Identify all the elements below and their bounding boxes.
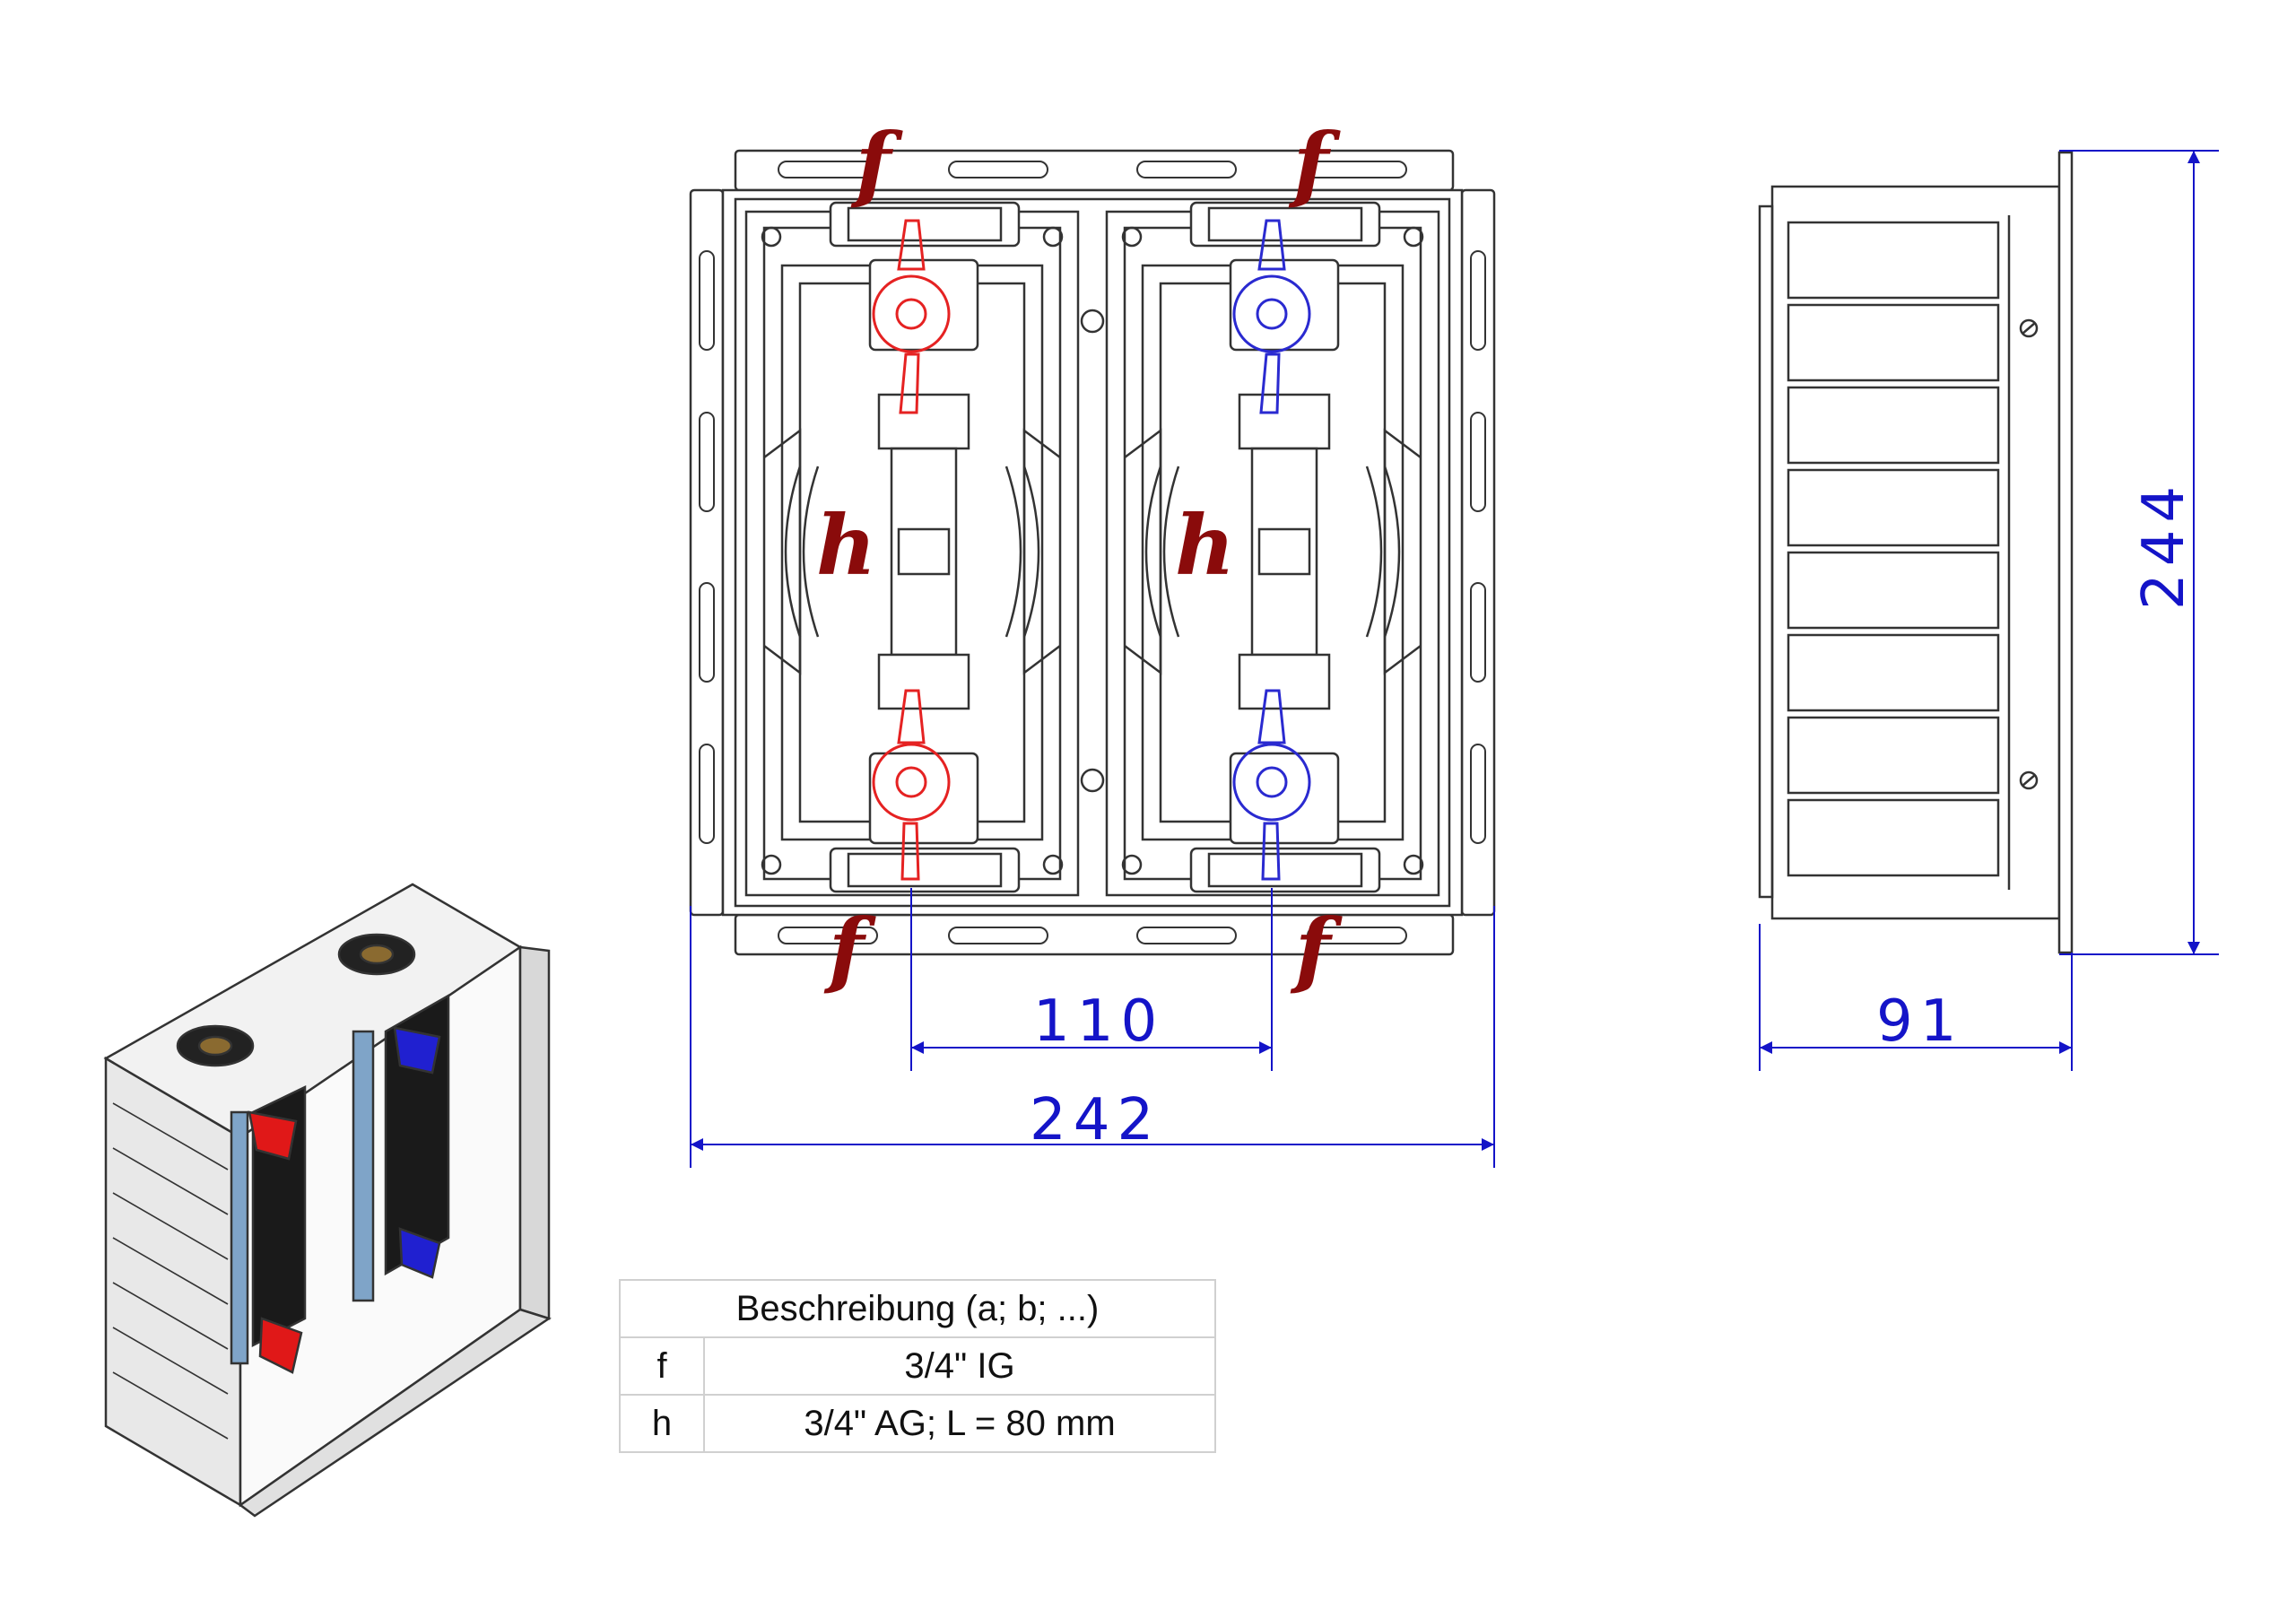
dimension-depth: 91 [1876, 988, 1963, 1055]
legend-value: 3/4" IG [703, 1336, 1216, 1396]
hot-valve-bottom [872, 689, 951, 881]
legend-value: 3/4" AG; L = 80 mm [703, 1394, 1216, 1453]
legend-table: Beschreibung (a; b; ...) f 3/4" IG h 3/4… [619, 1279, 1216, 1453]
isometric-view [103, 883, 552, 1518]
legend-row: h 3/4" AG; L = 80 mm [619, 1394, 1216, 1453]
legend-header-row: Beschreibung (a; b; ...) [619, 1279, 1216, 1338]
side-view [1758, 151, 2074, 954]
dimension-height: 244 [2131, 479, 2197, 610]
hot-valve-top [872, 219, 951, 414]
dimension-lines [690, 150, 2219, 1168]
cold-valve-top [1232, 219, 1311, 414]
front-view [689, 149, 1496, 956]
marker-h-right: h [1175, 497, 1235, 594]
dimension-width: 242 [1030, 1087, 1161, 1153]
legend-key: f [619, 1336, 705, 1396]
legend-header: Beschreibung (a; b; ...) [619, 1279, 1216, 1338]
dimension-spacing: 110 [1033, 988, 1164, 1055]
cold-valve-bottom [1232, 689, 1311, 881]
legend-key: h [619, 1394, 705, 1453]
marker-h-left: h [816, 497, 876, 594]
legend-row: f 3/4" IG [619, 1336, 1216, 1396]
